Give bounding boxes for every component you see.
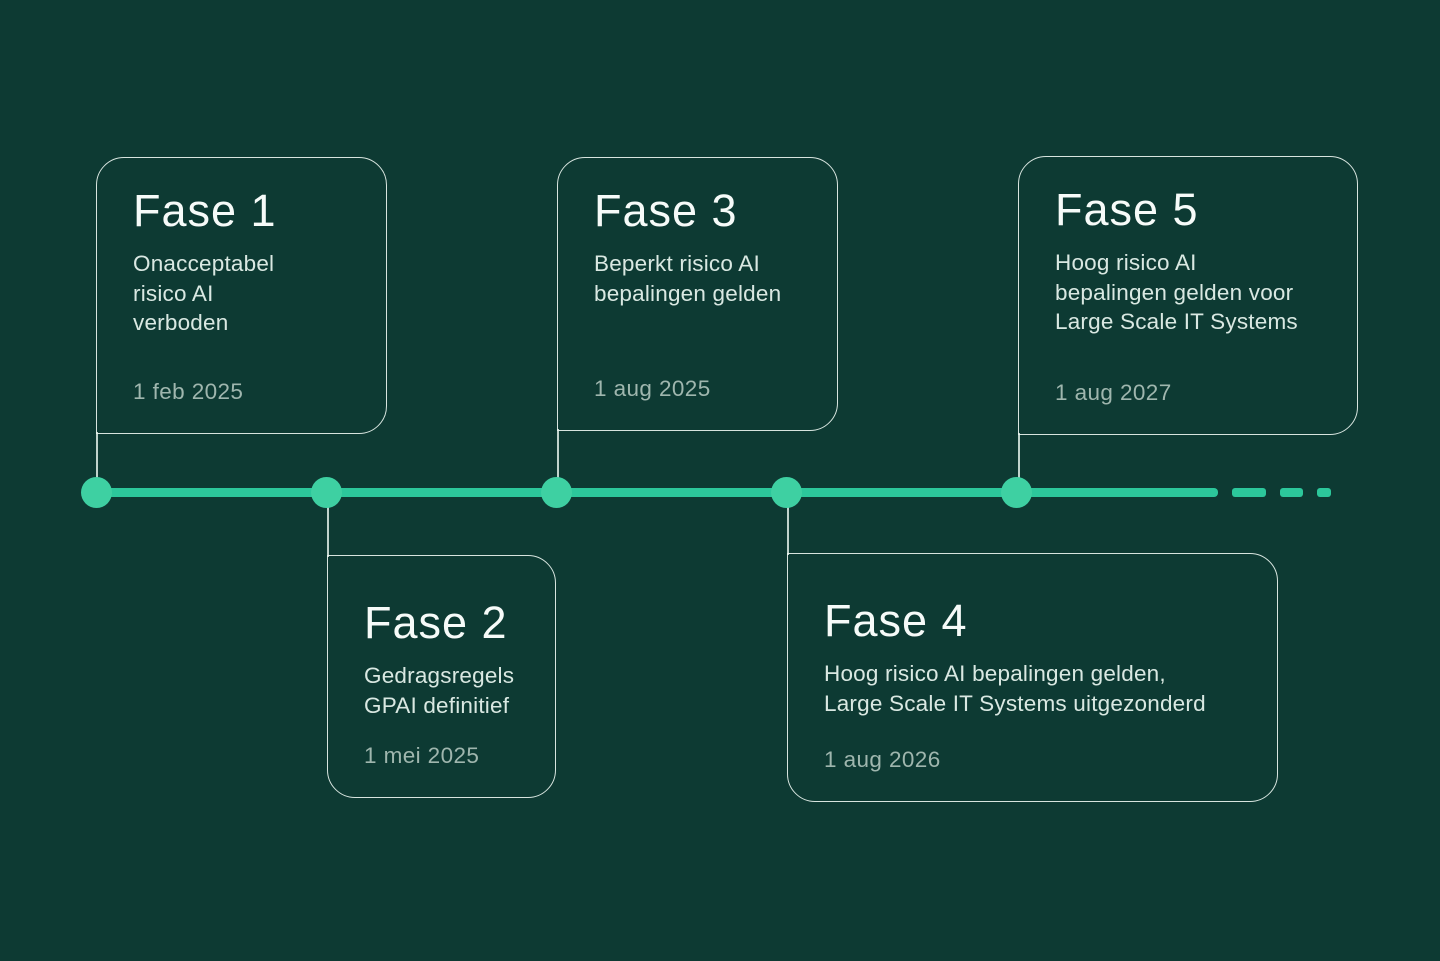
phase-date: 1 aug 2026	[824, 747, 941, 772]
timeline-dot-fase-5	[1001, 477, 1032, 508]
phase-title: Fase 5	[1055, 184, 1199, 235]
phase-description: Gedragsregels GPAI definitief	[364, 663, 515, 718]
phase-description: Hoog risico AI bepalingen gelden, Large …	[824, 661, 1206, 716]
connector-fase-5	[1018, 433, 1020, 493]
connector-fase-4	[787, 493, 789, 555]
timeline-line	[97, 488, 1218, 497]
phase-date: 1 mei 2025	[364, 743, 480, 768]
timeline-dash	[1232, 488, 1266, 497]
phase-date: 1 aug 2027	[1055, 380, 1172, 405]
connector-fase-2	[327, 493, 329, 557]
timeline-dot-fase-1	[81, 477, 112, 508]
phase-title: Fase 1	[133, 185, 277, 236]
timeline-dot-fase-2	[311, 477, 342, 508]
phase-date: 1 aug 2025	[594, 376, 711, 401]
phase-card-fase-5: Fase 5 Hoog risico AI bepalingen gelden …	[1018, 156, 1358, 435]
phase-date: 1 feb 2025	[133, 379, 244, 404]
phase-card-fase-4: Fase 4 Hoog risico AI bepalingen gelden,…	[787, 553, 1278, 802]
timeline-dash	[1317, 488, 1331, 497]
phase-description: Onacceptabel risico AI verboden	[133, 251, 275, 335]
phase-card-fase-3: Fase 3 Beperkt risico AI bepalingen geld…	[557, 157, 838, 431]
phase-description: Beperkt risico AI bepalingen gelden	[594, 251, 782, 306]
connector-fase-3	[557, 429, 559, 493]
timeline-dot-fase-3	[541, 477, 572, 508]
phase-card-fase-1: Fase 1 Onacceptabel risico AI verboden 1…	[96, 157, 387, 434]
phase-title: Fase 2	[364, 597, 508, 648]
phase-description: Hoog risico AI bepalingen gelden voor La…	[1055, 250, 1298, 334]
connector-fase-1	[96, 432, 98, 493]
timeline-dash	[1280, 488, 1303, 497]
phase-card-fase-2: Fase 2 Gedragsregels GPAI definitief 1 m…	[327, 555, 556, 798]
phase-title: Fase 3	[594, 185, 738, 236]
phase-title: Fase 4	[824, 595, 968, 646]
timeline-dot-fase-4	[771, 477, 802, 508]
